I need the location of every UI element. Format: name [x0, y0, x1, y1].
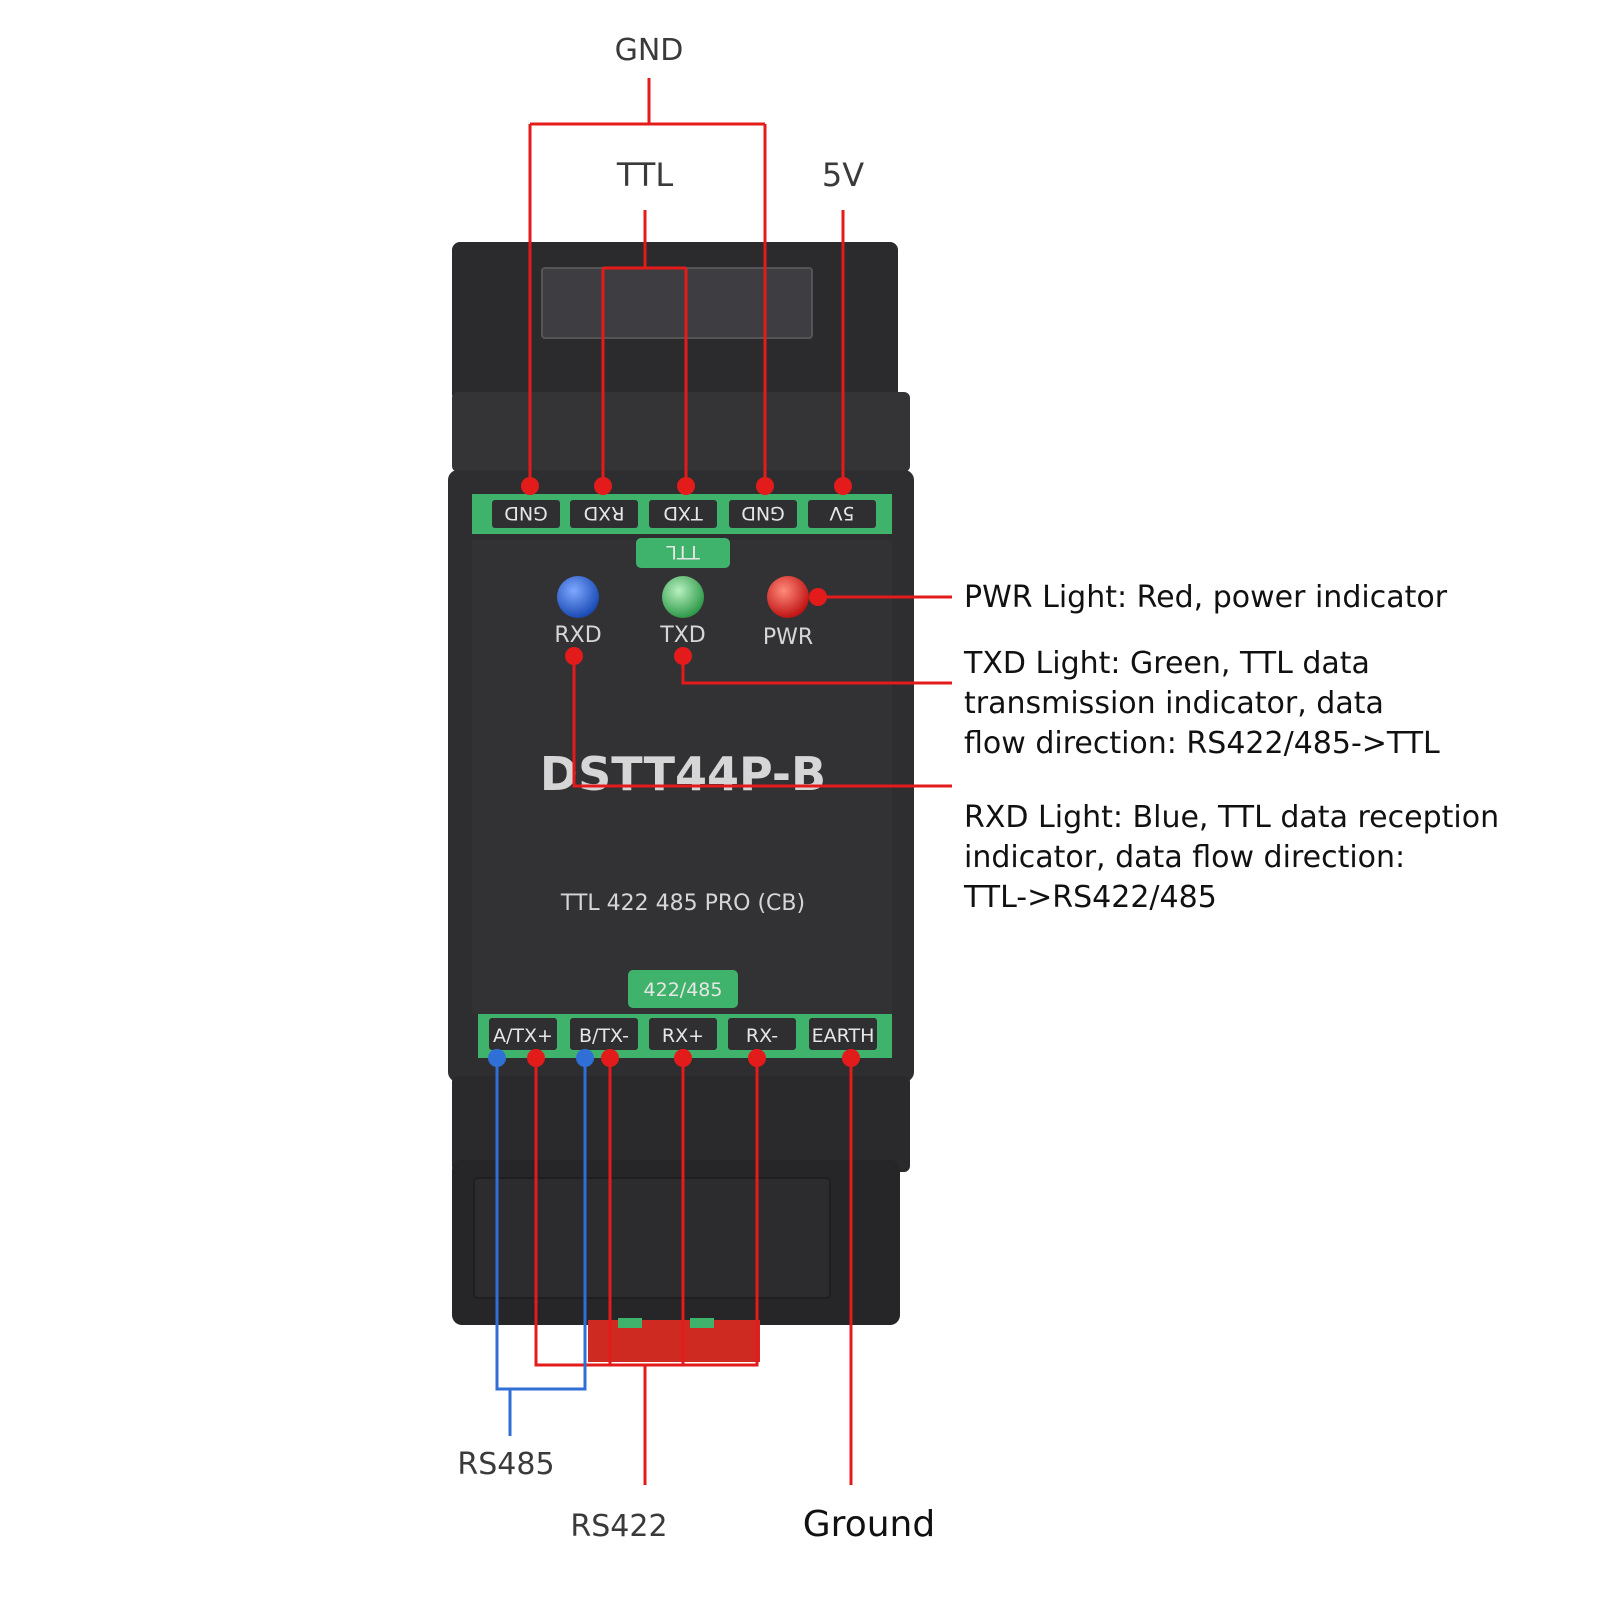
dot-ttl-gnd2: [756, 477, 774, 495]
dot-rxd: [565, 647, 583, 665]
txd-led-label: TXD: [659, 623, 705, 648]
annotation-rxd-line2: indicator, data flow direction:: [964, 840, 1405, 875]
label-5v-top: 5V: [822, 156, 864, 194]
label-rs422: RS422: [570, 1509, 667, 1544]
dot-ttl-txd: [677, 477, 695, 495]
din-clip-green-2: [690, 1318, 714, 1328]
dot-ttl-rxd: [594, 477, 612, 495]
dot-bus-tx-plus: [527, 1049, 545, 1067]
device-face: [472, 540, 892, 1014]
wire-gnd-bracket: [528, 78, 767, 486]
label-rs485: RS485: [457, 1447, 554, 1482]
din-clip-green: [618, 1318, 642, 1328]
txd-led-green: [662, 576, 704, 618]
dot-ttl-5v: [834, 477, 852, 495]
rxd-led-label: RXD: [554, 623, 601, 648]
pwr-led-label: PWR: [763, 625, 813, 650]
connection-dots: [488, 477, 860, 1067]
label-gnd-top: GND: [615, 33, 684, 68]
dot-bus-rx-plus: [674, 1049, 692, 1067]
ttl-terminal-label: GND: [504, 502, 548, 524]
bus-terminal-label: RX+: [662, 1025, 704, 1047]
device-label-window: [541, 267, 813, 339]
bus-terminal-block: [728, 1018, 796, 1050]
pwr-led-red: [767, 576, 809, 618]
dot-bus-earth: [842, 1049, 860, 1067]
device-bottom-inner: [473, 1177, 831, 1299]
ttl-tab: [636, 538, 730, 568]
ttl-terminal-block: [570, 500, 638, 528]
ttl-terminal-block: [729, 500, 797, 528]
ttl-terminal-label: TXD: [663, 502, 703, 524]
label-ttl-top: TTL: [616, 156, 674, 194]
wire-rs485: [495, 1058, 587, 1436]
dot-bus-tx-minus: [601, 1049, 619, 1067]
dot-bus-b: [576, 1049, 594, 1067]
annotation-txd-line2: transmission indicator, data: [964, 686, 1384, 721]
dot-txd: [674, 647, 692, 665]
wire-rxd: [572, 656, 952, 788]
annotation-txd-line1: TXD Light: Green, TTL data: [963, 646, 1370, 681]
device-model: DSTT44P-B: [540, 747, 826, 801]
ttl-terminal-label: 5V: [829, 502, 854, 524]
ttl-terminal-label: GND: [741, 502, 785, 524]
ttl-terminal-label: RXD: [584, 502, 625, 524]
bus-terminal-block: [570, 1018, 638, 1050]
dot-bus-rx-minus: [748, 1049, 766, 1067]
bus-terminal-block: [649, 1018, 717, 1050]
bus-terminal-label: RX-: [746, 1025, 778, 1047]
ttl-terminal-block: [649, 500, 717, 528]
dot-ttl-gnd1: [521, 477, 539, 495]
device-lower-ridge: [452, 1076, 910, 1172]
device-subtitle: TTL 422 485 PRO (CB): [560, 891, 805, 916]
wire-ttl-bracket: [601, 210, 688, 486]
bus-tab-label: 422/485: [644, 979, 723, 1001]
ttl-terminal-block: [808, 500, 876, 528]
wires-blue: [495, 1058, 587, 1436]
device-body: GND RXD TXD GND 5V TTL RXD TXD PWR DSTT44P-B…: [448, 242, 914, 1362]
bus-tab: [628, 970, 738, 1008]
annotation-pwr: PWR Light: Red, power indicator: [964, 580, 1448, 615]
bus-terminal-block: [489, 1018, 557, 1050]
din-rail-clip: [588, 1320, 760, 1362]
bus-terminal-label: EARTH: [812, 1025, 875, 1047]
bus-terminal-block: [809, 1018, 877, 1050]
annotation-rxd-line3: TTL->RS422/485: [963, 880, 1217, 915]
wire-rs422: [534, 1058, 759, 1485]
ttl-tab-label: TTL: [666, 541, 701, 563]
dot-pwr: [809, 588, 827, 606]
annotation-rxd-line1: RXD Light: Blue, TTL data reception: [964, 800, 1499, 835]
bus-terminal-label: A/TX+: [493, 1025, 553, 1047]
device-ridge: [452, 392, 910, 472]
rxd-led-blue: [557, 576, 599, 618]
bus-terminal-label: B/TX-: [579, 1025, 629, 1047]
annotation-txd-line3: flow direction: RS422/485->TTL: [964, 726, 1440, 761]
label-ground: Ground: [803, 1504, 935, 1545]
ttl-terminal-block: [492, 500, 560, 528]
dot-bus-a: [488, 1049, 506, 1067]
